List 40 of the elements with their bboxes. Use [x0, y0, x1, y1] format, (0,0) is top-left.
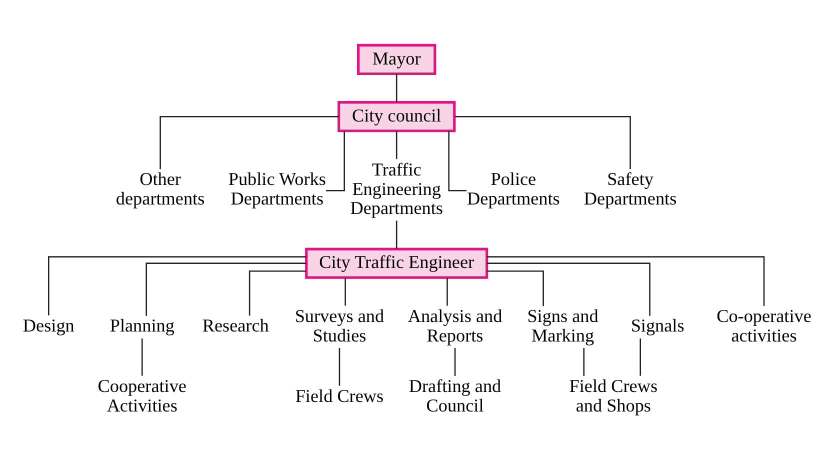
connector: [146, 262, 306, 316]
node-text: Cooperative Activities: [98, 376, 186, 416]
node-text: Planning: [110, 315, 174, 336]
connector: [326, 130, 345, 191]
node-text: Signals: [630, 315, 684, 336]
node-box: City Traffic Engineer: [305, 247, 488, 278]
node-text: Design: [22, 315, 74, 336]
node-text: Signs and Marking: [527, 305, 598, 345]
node-text: Field Crews: [295, 385, 384, 406]
connector: [48, 256, 306, 315]
node-text: Analysis and Reports: [408, 305, 502, 345]
connector: [338, 347, 340, 386]
connector: [141, 338, 143, 376]
node-text: Safety Departments: [584, 168, 677, 208]
connector: [454, 115, 631, 169]
node-text: Field Crews and Shops: [569, 376, 658, 416]
connector: [396, 220, 398, 248]
connector: [396, 73, 398, 102]
node-box: City council: [338, 100, 456, 132]
connector: [448, 130, 466, 191]
connector: [486, 256, 765, 306]
connector: [486, 262, 650, 316]
node-box: Mayor: [357, 43, 436, 75]
node-text: Public Works Departments: [228, 168, 326, 208]
node-text: Traffic Engineering Departments: [350, 158, 443, 218]
connector: [487, 270, 544, 306]
connector: [344, 278, 346, 306]
node-text: Police Departments: [467, 168, 560, 208]
connector: [248, 270, 306, 316]
connector: [583, 347, 585, 376]
node-text: Surveys and Studies: [294, 305, 384, 345]
connector: [446, 278, 448, 306]
connector: [640, 338, 641, 376]
node-text: Research: [202, 315, 269, 336]
node-text: Other departments: [116, 168, 205, 208]
connector: [160, 115, 339, 169]
connector: [396, 130, 398, 159]
node-text: Drafting and Council: [408, 376, 502, 416]
node-text: Co-operative activities: [716, 305, 812, 345]
connector: [454, 347, 456, 376]
